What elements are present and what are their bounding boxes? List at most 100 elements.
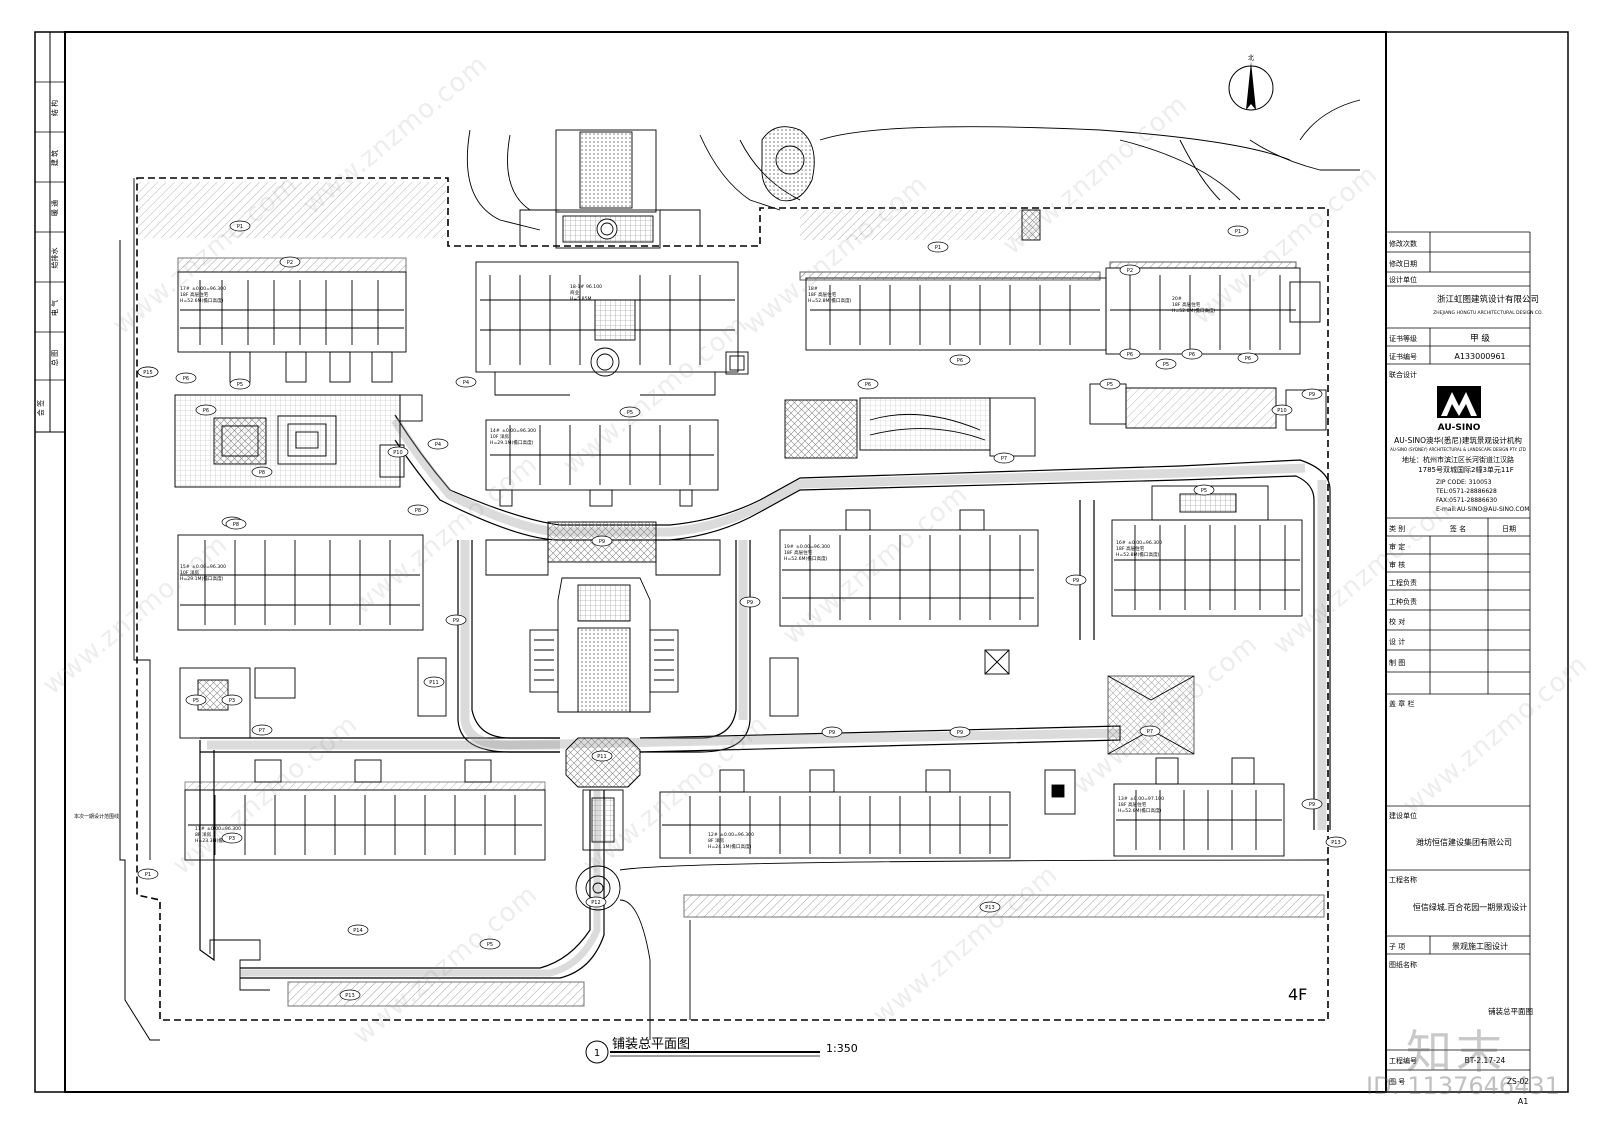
- col-category: 类 别: [1389, 524, 1405, 533]
- subitem-name: 景观施工图设计: [1452, 941, 1508, 951]
- paving-tag-shape: [347, 924, 369, 936]
- paving-tag: P7: [993, 452, 1015, 464]
- sidebar-text: 结 构: [50, 100, 59, 116]
- plaza-node: [565, 737, 641, 788]
- role-label: 工种负责: [1389, 597, 1417, 606]
- paving-tag-label: P10: [1277, 408, 1286, 414]
- paving-tag-label: P10: [393, 450, 402, 456]
- paving-tag: P5: [1193, 484, 1215, 496]
- project-no: BT-2.17-24: [1465, 1056, 1506, 1065]
- paving-tag-shape: [455, 376, 477, 388]
- drawing-title: 1 铺装总平面图 1:350: [585, 1037, 858, 1064]
- paving-tag-label: P14: [353, 928, 362, 934]
- svg-text:12#: 12#: [708, 832, 718, 838]
- paving-tag-label: P4: [463, 380, 469, 386]
- svg-text:H=24.1M(檐口高度): H=24.1M(檐口高度): [708, 843, 752, 850]
- paving-tag-shape: [445, 614, 467, 626]
- paving-tag-shape: [585, 896, 607, 908]
- paving-tag: P5: [185, 694, 207, 706]
- parking-strip-top-right: [800, 210, 1040, 240]
- paving-tag: P2: [1119, 264, 1141, 276]
- paving-tag-shape: [221, 832, 243, 844]
- paving-tag-label: P8: [415, 508, 421, 514]
- paving-tag-label: P11: [597, 754, 606, 760]
- paving-tag-shape: [591, 535, 613, 547]
- paving-tag-shape: [251, 466, 273, 478]
- building-label-14: 14# ±0.00=96.300 10F 洋房 H=29.1M(檐口高度): [490, 428, 536, 446]
- svg-text:H=29.1M(檐口高度): H=29.1M(檐口高度): [490, 439, 534, 446]
- project-name: 恒信绿城.百合花园一期景观设计: [1413, 902, 1528, 912]
- paving-tag-label: P13: [1331, 840, 1340, 846]
- svg-text:18F 高层住宅: 18F 高层住宅: [180, 291, 209, 298]
- title-block: [1386, 231, 1531, 1092]
- building-label-18-1: 18-1# 96.100 商业 H=5.85M: [570, 284, 602, 302]
- svg-text:18F 高层住宅: 18F 高层住宅: [1118, 801, 1147, 808]
- paving-tag-label: P6: [865, 382, 871, 388]
- paving-tag: P9: [821, 726, 843, 738]
- svg-text:H=52.8M(檐口高度): H=52.8M(檐口高度): [808, 297, 852, 304]
- paving-tag-shape: [739, 596, 761, 608]
- drawing-title-text: 铺装总平面图: [612, 1037, 690, 1052]
- paving-tag-label: P9: [829, 730, 835, 736]
- svg-text:96.100: 96.100: [586, 284, 602, 290]
- entrance-gate: [555, 129, 657, 213]
- paving-tag-label: P1: [145, 872, 151, 878]
- svg-text:商业: 商业: [570, 289, 580, 296]
- paving-tag: P1: [229, 220, 251, 232]
- svg-text:18F 高层住宅: 18F 高层住宅: [1116, 545, 1145, 552]
- paving-tags: P1P1P1P1P1P2P2P3P3P3P4P4P5P5P5P5P5P5P5P6…: [137, 220, 1347, 1001]
- paving-tag-label: P9: [747, 600, 753, 606]
- paving-tag-shape: [479, 938, 501, 950]
- paving-tag-label: P2: [1127, 268, 1133, 274]
- paving-tag-label: P9: [599, 539, 605, 545]
- paving-tag-shape: [221, 694, 243, 706]
- paving-tag: P1: [1227, 225, 1249, 237]
- paving-tag: P1: [927, 241, 949, 253]
- col-date: 日期: [1502, 525, 1516, 533]
- paving-tag-label: P3: [229, 836, 235, 842]
- building-label-15: 15# ±0.00=96.300 10F 洋房 H=29.1M(檐口高度): [180, 564, 226, 582]
- building-label-12: 12# ±0.00=96.300 8F 洋房 H=24.1M(檐口高度): [708, 832, 754, 850]
- paving-tag-shape: [821, 726, 843, 738]
- drawing-no: ZS-02: [1507, 1077, 1529, 1086]
- paving-tag: P9: [949, 726, 971, 738]
- building-14: [485, 419, 719, 507]
- logo-text: AU-SINO: [1438, 423, 1481, 433]
- svg-text:H=52.8M(檐口高度): H=52.8M(檐口高度): [1116, 551, 1160, 558]
- drawing-scale: 1:350: [826, 1042, 858, 1055]
- paving-tag-shape: [229, 378, 251, 390]
- building-12: [659, 769, 1011, 859]
- role-label: 工程负责: [1389, 578, 1417, 587]
- cert-grade-label: 证书等级: [1389, 334, 1417, 343]
- paving-tag-label: P5: [1201, 488, 1207, 494]
- paving-tag-label: P11: [429, 680, 438, 686]
- sidebar-text: 暖 通: [50, 200, 59, 216]
- paving-tag: P8: [225, 518, 247, 530]
- paving-tag-label: P9: [1309, 392, 1315, 398]
- svg-text:H=52.6M(檐口高度): H=52.6M(檐口高度): [1118, 807, 1162, 814]
- paving-tag: P8: [407, 504, 429, 516]
- paving-tag-label: P6: [203, 408, 209, 414]
- paving-tag-label: P3: [229, 698, 235, 704]
- paving-tag-label: P12: [591, 900, 600, 906]
- paving-tag-shape: [1181, 348, 1203, 360]
- client-label: 建设单位: [1389, 811, 1417, 820]
- au-sino-logo: AU-SINO: [1437, 386, 1481, 433]
- svg-text:18-1#: 18-1#: [570, 284, 584, 290]
- org-name-cn: AU-SINO澳华(悉尼)建筑景观设计机构: [1394, 435, 1522, 445]
- paving-tag-shape: [1139, 725, 1161, 737]
- paving-tag: P9: [1301, 388, 1323, 400]
- address-line-2: 1785号双城国际2幢3单元11F: [1418, 465, 1514, 474]
- paving-tag: P9: [591, 535, 613, 547]
- email: E-mail:AU-SINO@AU-SINO.COM: [1436, 506, 1530, 513]
- svg-text:10F 洋房: 10F 洋房: [490, 433, 510, 440]
- paving-tag-shape: [407, 504, 429, 516]
- telephone: TEL:0571-28886628: [1435, 488, 1497, 495]
- building-19: [779, 509, 1039, 627]
- paving-tag-shape: [619, 406, 641, 418]
- role-label: 设 计: [1389, 637, 1405, 646]
- paving-tag-label: P9: [957, 730, 963, 736]
- revision-date-label: 修改日期: [1389, 259, 1417, 268]
- sidebar-text: 总 图: [50, 350, 59, 366]
- svg-text:±0.00=96.300: ±0.00=96.300: [502, 428, 536, 434]
